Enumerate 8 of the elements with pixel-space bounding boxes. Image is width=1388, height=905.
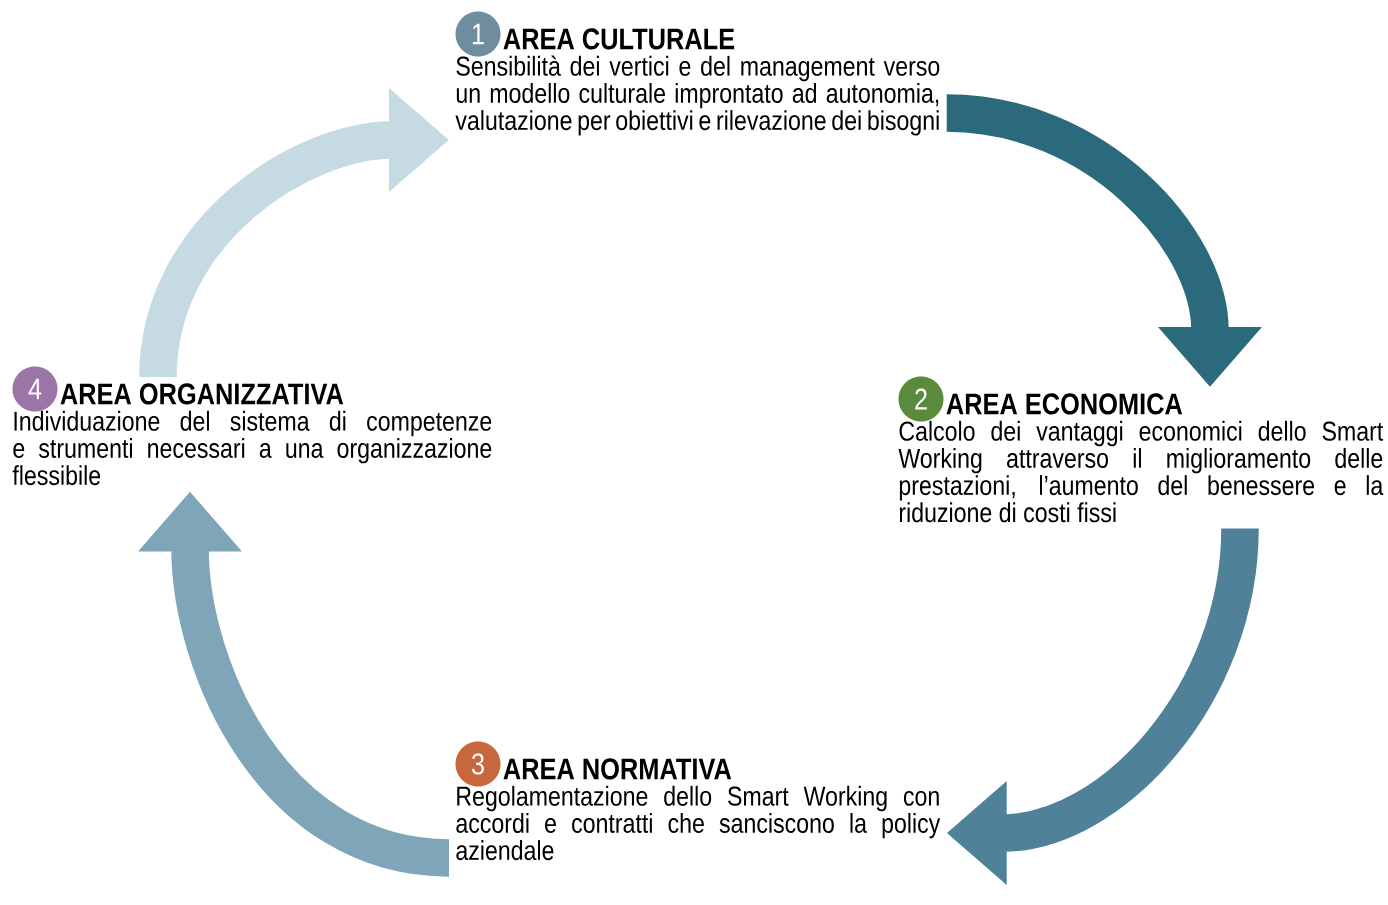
- heading: AREA NORMATIVA: [503, 758, 732, 780]
- description: Individuazione del sistema di competenze e strumenti necessari a una organizzazione flessibile: [12, 410, 492, 486]
- description: Sensibilità dei vertici e del management verso un modello culturale improntato ad autonomia, valutazione per obiettivi e rilevazione dei bisogni: [455, 55, 940, 136]
- heading: AREA ORGANIZZATIVA: [60, 383, 344, 405]
- description: Regolamentazione dello Smart Working con accordi e contratti che sanciscono la policy aziendale: [456, 785, 941, 861]
- description: Calcolo dei vantaggi economici dello Smart Working attraverso il miglioramento delle prestazioni, l’aumento del benessere e la riduzione di costi fissi: [898, 420, 1384, 523]
- heading: AREA CULTURALE: [503, 28, 735, 50]
- heading: AREA ECONOMICA: [946, 393, 1183, 415]
